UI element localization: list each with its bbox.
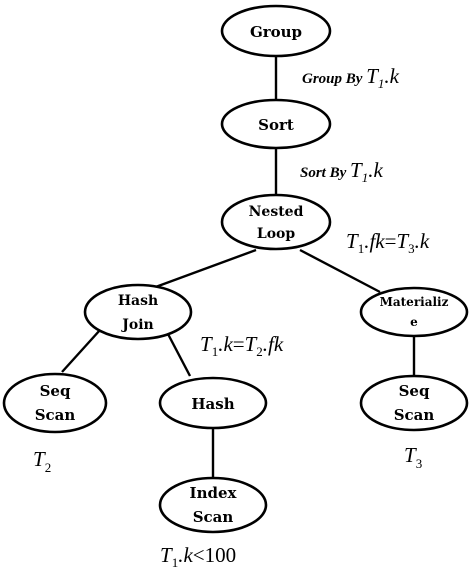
node-hash-join: Hash Join — [83, 283, 193, 341]
hash-cond-a: T — [200, 332, 213, 356]
edge-nested-loop-hash-join — [141, 248, 257, 294]
node-hash-join-line2: Join — [120, 317, 153, 333]
node-seq-scan-right-shape — [359, 374, 469, 432]
annotation-group-by-rest: .k — [384, 64, 399, 88]
annotation-group-by: Group By T1.k — [302, 64, 400, 91]
node-nested-loop-shape — [220, 193, 332, 251]
nested-cond-b-sub: 3 — [408, 241, 415, 256]
node-seq-scan-left: Seq Scan — [2, 372, 108, 434]
node-hash-label: Hash — [191, 395, 234, 413]
index-cond-a-rest: .k — [178, 543, 193, 567]
hash-cond-b: T — [245, 332, 258, 356]
node-group-label: Group — [250, 23, 302, 41]
node-index-scan-shape — [158, 476, 268, 534]
node-group: Group — [220, 4, 332, 58]
annotation-sort-by-prefix: Sort By — [300, 165, 350, 181]
node-group-shape — [220, 4, 332, 58]
node-hash-shape — [158, 376, 268, 430]
node-seq-scan-right: Seq Scan — [359, 374, 469, 432]
t3-var: T — [404, 443, 417, 467]
annotation-nested-loop-condition: T1.fk=T3.k — [346, 229, 430, 256]
hash-cond-op: = — [233, 332, 245, 356]
node-index-scan-line2: Scan — [193, 508, 234, 526]
node-materialize-shape — [359, 286, 469, 338]
node-sort-shape — [220, 98, 332, 150]
node-hash: Hash — [158, 376, 268, 430]
hash-cond-a-rest: .k — [218, 332, 233, 356]
t2-sub: 2 — [45, 460, 52, 475]
node-materialize-line2: e — [410, 315, 418, 329]
annotation-hash-join-condition: T1.k=T2.fk — [200, 332, 284, 359]
hash-cond-b-sub: 2 — [256, 344, 263, 359]
node-nested-loop-line2: Loop — [257, 226, 296, 242]
hash-cond-a-sub: 1 — [212, 344, 219, 359]
node-materialize: Materializ e — [359, 286, 469, 338]
node-nested-loop: Nested Loop — [220, 193, 332, 251]
edge-hash-join-hash — [166, 333, 192, 377]
annotation-table-t2: T2 — [33, 447, 51, 475]
annotation-group-by-sub: 1 — [378, 76, 385, 91]
node-seq-scan-left-line1: Seq — [40, 382, 71, 400]
tree-edges — [61, 56, 416, 480]
annotation-index-condition: T1.k<100 — [160, 543, 236, 570]
nested-cond-op: = — [385, 229, 397, 253]
node-index-scan-line1: Index — [190, 484, 238, 502]
node-index-scan: Index Scan — [158, 476, 268, 534]
node-sort-label: Sort — [258, 116, 294, 134]
nested-cond-a: T — [346, 229, 359, 253]
node-materialize-line1: Materializ — [380, 295, 449, 309]
index-cond-a-sub: 1 — [172, 555, 179, 570]
annotation-sort-by-rest: .k — [368, 158, 383, 182]
node-sort: Sort — [220, 98, 332, 150]
t2-var: T — [33, 447, 46, 471]
index-cond-a: T — [160, 543, 173, 567]
annotation-sort-by: Sort By T1.k — [300, 158, 383, 185]
annotation-group-by-var: T — [366, 64, 379, 88]
nested-cond-b: T — [396, 229, 409, 253]
t3-sub: 3 — [416, 456, 423, 471]
annotation-sort-by-var: T — [350, 158, 363, 182]
node-seq-scan-left-shape — [2, 372, 108, 434]
hash-cond-b-rest: .fk — [263, 332, 284, 356]
edge-nested-loop-materialize — [299, 248, 381, 294]
index-cond-num: 100 — [205, 543, 237, 567]
edge-hash-join-seq-scan-left — [61, 329, 101, 373]
nested-cond-a-sub: 1 — [358, 241, 365, 256]
annotation-table-t3: T3 — [404, 443, 422, 471]
nested-cond-b-rest: .k — [415, 229, 430, 253]
node-nested-loop-line1: Nested — [249, 204, 304, 220]
node-hash-join-line1: Hash — [118, 293, 158, 309]
nested-cond-a-rest: .fk — [364, 229, 385, 253]
annotation-group-by-prefix: Group By — [302, 71, 366, 87]
annotation-sort-by-sub: 1 — [362, 170, 369, 185]
node-seq-scan-right-line2: Scan — [394, 406, 435, 424]
index-cond-op: < — [193, 543, 205, 567]
node-seq-scan-right-line1: Seq — [399, 382, 430, 400]
node-seq-scan-left-line2: Scan — [35, 406, 76, 424]
node-hash-join-shape — [83, 283, 193, 341]
